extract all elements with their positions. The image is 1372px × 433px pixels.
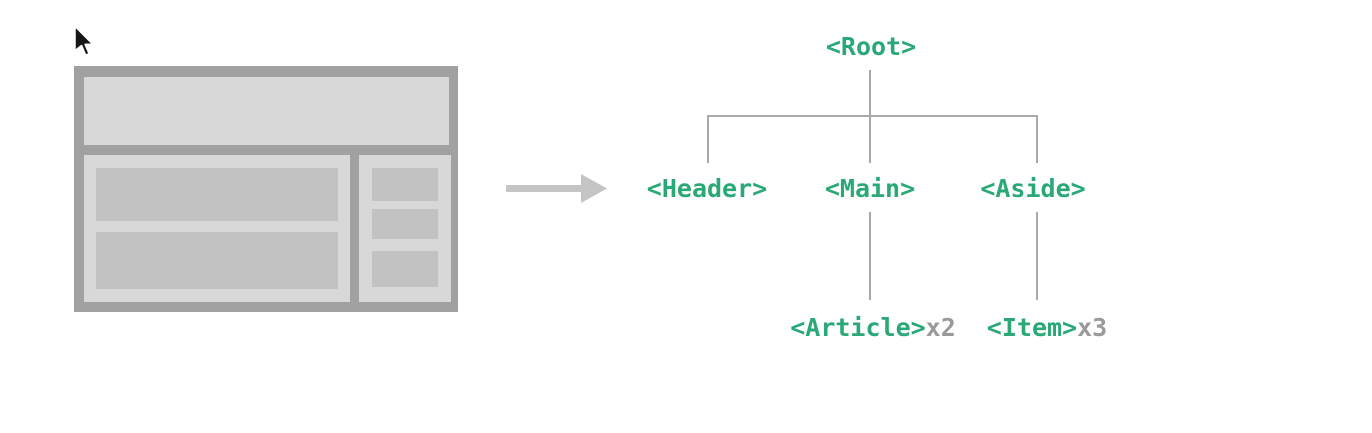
- tree-node-header-label: <Header>: [646, 174, 768, 203]
- connector-to-aside: [1036, 115, 1038, 163]
- wireframe-item-block: [372, 209, 438, 239]
- wireframe-main-panel: [84, 155, 350, 302]
- tree-node-aside-label: <Aside>: [980, 174, 1086, 203]
- wireframe-header-block: [84, 77, 449, 145]
- connector-to-header: [707, 115, 709, 163]
- wireframe-item-block: [372, 168, 438, 201]
- tree-node-root-label: <Root>: [825, 32, 917, 61]
- right-arrow-icon: [506, 172, 608, 208]
- connector-branch-span: [707, 115, 1038, 117]
- connector-main-article: [869, 212, 871, 300]
- tree-node-article-label: <Article>: [790, 313, 926, 342]
- connector-to-main: [869, 115, 871, 163]
- article-count-badge: x2: [925, 313, 956, 342]
- wireframe-item-block: [372, 251, 438, 287]
- tree-node-aside: <Aside>: [980, 176, 1085, 202]
- wireframe-article-block: [96, 168, 338, 221]
- tree-node-article: <Article>x2: [790, 315, 956, 341]
- wireframe-article-block: [96, 232, 338, 289]
- tree-node-header: <Header>: [647, 176, 767, 202]
- tree-node-main: <Main>: [825, 176, 915, 202]
- tree-node-main-label: <Main>: [824, 174, 916, 203]
- connector-aside-item: [1036, 212, 1038, 300]
- wireframe-aside-panel: [359, 155, 451, 302]
- tree-node-item-label: <Item>: [986, 313, 1078, 342]
- cursor-arrow-icon: [73, 25, 97, 62]
- layout-wireframe: [74, 66, 458, 312]
- tree-node-item: <Item>x3: [987, 315, 1107, 341]
- connector-root-down: [869, 70, 871, 116]
- item-count-badge: x3: [1077, 313, 1108, 342]
- tree-node-root: <Root>: [826, 34, 916, 60]
